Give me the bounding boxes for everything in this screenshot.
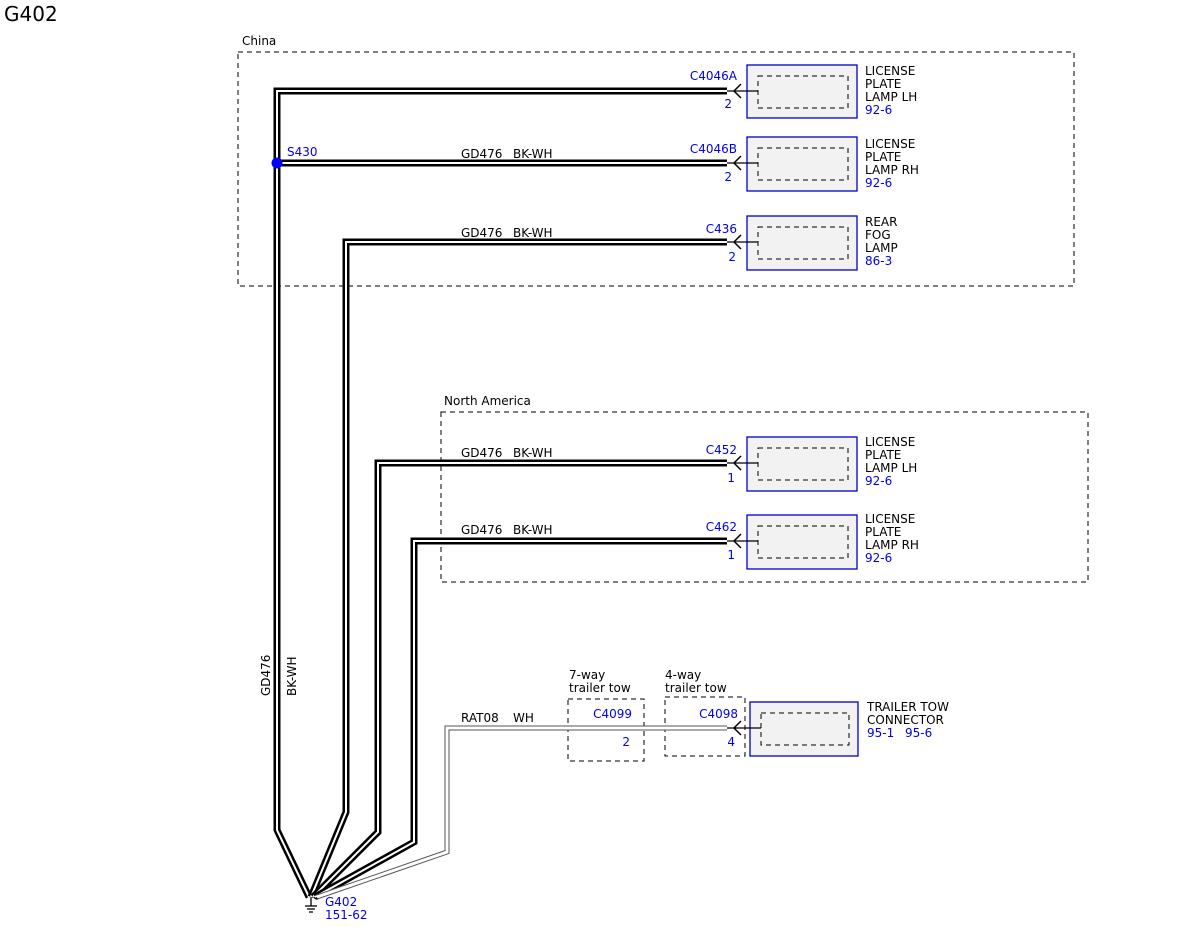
wire-label-trailer-color: WH (513, 711, 534, 725)
pin-arrow-icon (732, 83, 742, 99)
region-china-label: China (242, 34, 276, 48)
pin-arrow-icon (732, 720, 742, 736)
page-title: G402 (4, 2, 58, 26)
connector-pin: 1 (727, 548, 735, 562)
component-label-3: LAMP LH (865, 90, 917, 104)
connector-id: C452 (706, 443, 737, 457)
connector-c436: C436 2 REAR FOG LAMP 86-3 (706, 215, 898, 271)
component-ref: 92-6 (865, 551, 892, 565)
component-label-2: PLATE (865, 150, 901, 164)
connector-id: C4098 (699, 707, 738, 721)
connector-c4098: C4098 4 TRAILER TOW CONNECTOR 95-1 95-6 (699, 700, 949, 757)
region-seven-way-label-2: trailer tow (569, 681, 631, 695)
component-label-3: LAMP RH (865, 538, 919, 552)
component-label-2: FOG (865, 228, 891, 242)
wire-label-c436-circuit: GD476 (461, 226, 502, 240)
wire-label-c452-color: BK-WH (513, 446, 553, 460)
connector-c452: C452 1 LICENSE PLATE LAMP LH 92-6 (706, 435, 917, 492)
wire-label-vertical-circuit: GD476 (259, 655, 273, 696)
connector-c462: C462 1 LICENSE PLATE LAMP RH 92-6 (706, 512, 919, 570)
connector-id: C4046B (690, 142, 737, 156)
component-label-2: CONNECTOR (867, 713, 944, 727)
pin-arrow-icon (732, 455, 742, 471)
component-label-1: TRAILER TOW (866, 700, 949, 714)
region-china (237, 51, 1075, 287)
component-ref: 86-3 (865, 254, 892, 268)
component-label-1: LICENSE (865, 64, 915, 78)
component-label-1: LICENSE (865, 435, 915, 449)
component-ref: 92-6 (865, 474, 892, 488)
connector-c4046a: C4046A 2 LICENSE PLATE LAMP LH 92-6 (690, 64, 917, 119)
region-four-way-label-1: 4-way (665, 668, 701, 682)
component-label-2: PLATE (865, 525, 901, 539)
connector-id: C4099 (593, 707, 632, 721)
wire-label-c462-circuit: GD476 (461, 523, 502, 537)
ground-id: G402 (325, 895, 357, 909)
wire-label-trailer-circuit: RAT08 (461, 711, 499, 725)
region-seven-way-label-1: 7-way (569, 668, 605, 682)
connector-id: C462 (706, 520, 737, 534)
component-ref-2: 95-6 (905, 726, 932, 740)
component-label-1: REAR (865, 215, 897, 229)
component-label-3: LAMP RH (865, 163, 919, 177)
component-ref: 92-6 (865, 176, 892, 190)
connector-id: C4046A (690, 69, 738, 83)
connector-pin: 4 (727, 735, 735, 749)
wire-label-c436-color: BK-WH (513, 226, 553, 240)
connector-pin: 2 (728, 250, 736, 264)
splice-s430 (271, 157, 283, 169)
ground-ref: 151-62 (325, 908, 368, 922)
wire-label-c462-color: BK-WH (513, 523, 553, 537)
ground-icon (305, 905, 317, 913)
component-label-1: LICENSE (865, 137, 915, 151)
pin-arrow-icon (732, 155, 742, 171)
wire-label-c452-circuit: GD476 (461, 446, 502, 460)
component-label-3: LAMP LH (865, 461, 917, 475)
connector-c4099: C4099 2 (593, 707, 632, 749)
connector-pin: 2 (724, 170, 732, 184)
component-ref-1: 95-1 (867, 726, 894, 740)
wire-c436 (307, 238, 727, 899)
wire-label-c4046b-color: BK-WH (513, 147, 553, 161)
connector-c4046b: C4046B 2 LICENSE PLATE LAMP RH 92-6 (690, 136, 919, 192)
connector-id: C436 (706, 222, 737, 236)
ground-g402: G402 151-62 (305, 895, 368, 922)
component-label-1: LICENSE (865, 512, 915, 526)
region-north-america (440, 411, 1089, 583)
component-label-2: PLATE (865, 448, 901, 462)
component-label-2: PLATE (865, 77, 901, 91)
splice-s430-label: S430 (287, 145, 318, 159)
component-label-3: LAMP (865, 241, 898, 255)
ground-wires (273, 87, 727, 901)
wire-label-vertical-color: BK-WH (285, 656, 299, 696)
region-four-way (664, 696, 746, 757)
pin-arrow-icon (732, 533, 742, 549)
connector-pin: 1 (727, 471, 735, 485)
region-north-america-label: North America (444, 394, 531, 408)
region-four-way-label-2: trailer tow (665, 681, 727, 695)
connector-pin: 2 (724, 97, 732, 111)
pin-arrow-icon (732, 234, 742, 250)
component-ref: 92-6 (865, 103, 892, 117)
wire-label-c4046b-circuit: GD476 (461, 147, 502, 161)
connector-pin: 2 (622, 735, 630, 749)
